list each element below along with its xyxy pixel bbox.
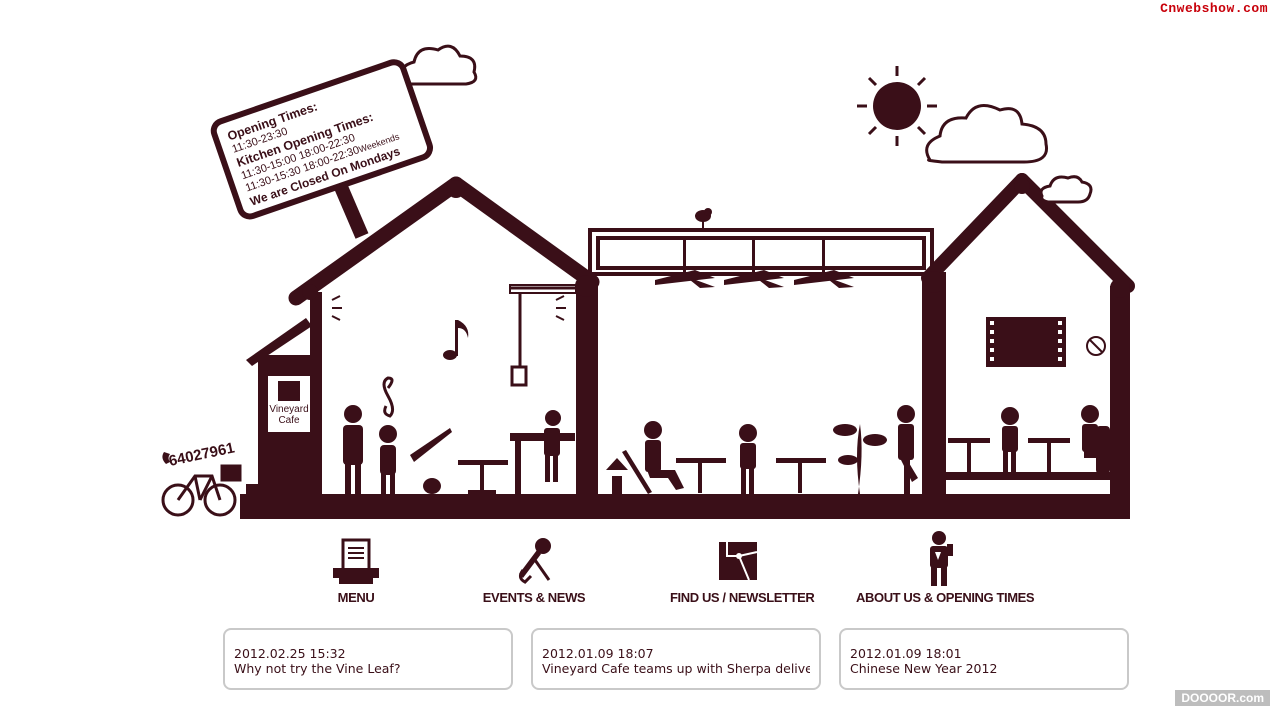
ground-bar <box>240 494 1130 519</box>
map-icon <box>719 542 758 581</box>
shop-sign-line2: Cafe <box>278 415 300 426</box>
nav-about-us-label: ABOUT US & OPENING TIMES <box>856 590 1035 605</box>
news-date: 2012.01.09 18:01 <box>850 646 962 661</box>
microphone-icon <box>518 538 551 584</box>
menu-icon <box>333 538 379 584</box>
news-card[interactable]: 2012.01.09 18:07 Vineyard Cafe teams up … <box>531 628 821 690</box>
clouds <box>398 44 1093 204</box>
house-right <box>921 173 1135 498</box>
house-left <box>288 176 600 497</box>
hanging-lamp <box>509 284 580 387</box>
people-right <box>948 405 1110 474</box>
opening-times-sign: Opening Times: 11:30-23:30 Kitchen Openi… <box>210 59 434 220</box>
people-left <box>343 405 561 495</box>
news-title[interactable]: Why not try the Vine Leaf? <box>234 661 401 676</box>
news-title[interactable]: Chinese New Year 2012 <box>850 661 998 676</box>
nav-menu[interactable]: MENU <box>316 530 396 605</box>
tables-left <box>458 433 575 496</box>
wall-center-left <box>576 282 598 497</box>
house-center-roof <box>588 228 934 276</box>
nav-menu-label: MENU <box>337 590 375 605</box>
nav-find-us[interactable]: FIND US / NEWSLETTER <box>670 530 815 605</box>
nav-find-us-label: FIND US / NEWSLETTER <box>670 590 815 605</box>
sign-post <box>331 177 369 239</box>
nav-about-us[interactable]: ABOUT US & OPENING TIMES <box>856 530 1035 605</box>
sun-icon <box>857 66 937 146</box>
news-card[interactable]: 2012.02.25 15:32 Why not try the Vine Le… <box>223 628 513 690</box>
no-smoking-icon <box>1086 336 1106 356</box>
music-note-icon <box>382 320 469 418</box>
vine-leaf-logo <box>278 381 300 401</box>
news-title[interactable]: Vineyard Cafe teams up with Sherpa deliv… <box>542 661 810 676</box>
ceiling-fans <box>655 238 854 288</box>
news-card[interactable]: 2012.01.09 18:01 Chinese New Year 2012 <box>839 628 1129 690</box>
person-icon <box>930 531 953 586</box>
nav-events-news[interactable]: EVENTS & NEWS <box>476 530 592 605</box>
sound-waves <box>331 295 566 321</box>
watermark-bottom: DOOOOR.com <box>1175 690 1270 706</box>
phone-icon <box>162 452 170 464</box>
watermark-top: Cnwebshow.com <box>1160 1 1268 16</box>
news-date: 2012.01.09 18:07 <box>542 646 654 661</box>
nav-events-news-label: EVENTS & NEWS <box>482 590 586 605</box>
shop-sign-line1: Vineyard <box>269 404 308 415</box>
news-date: 2012.02.25 15:32 <box>234 646 346 661</box>
people-center <box>606 405 918 494</box>
bicycle-icon <box>161 464 242 517</box>
bird-icon <box>695 208 712 229</box>
film-strip-icon <box>986 317 1066 367</box>
